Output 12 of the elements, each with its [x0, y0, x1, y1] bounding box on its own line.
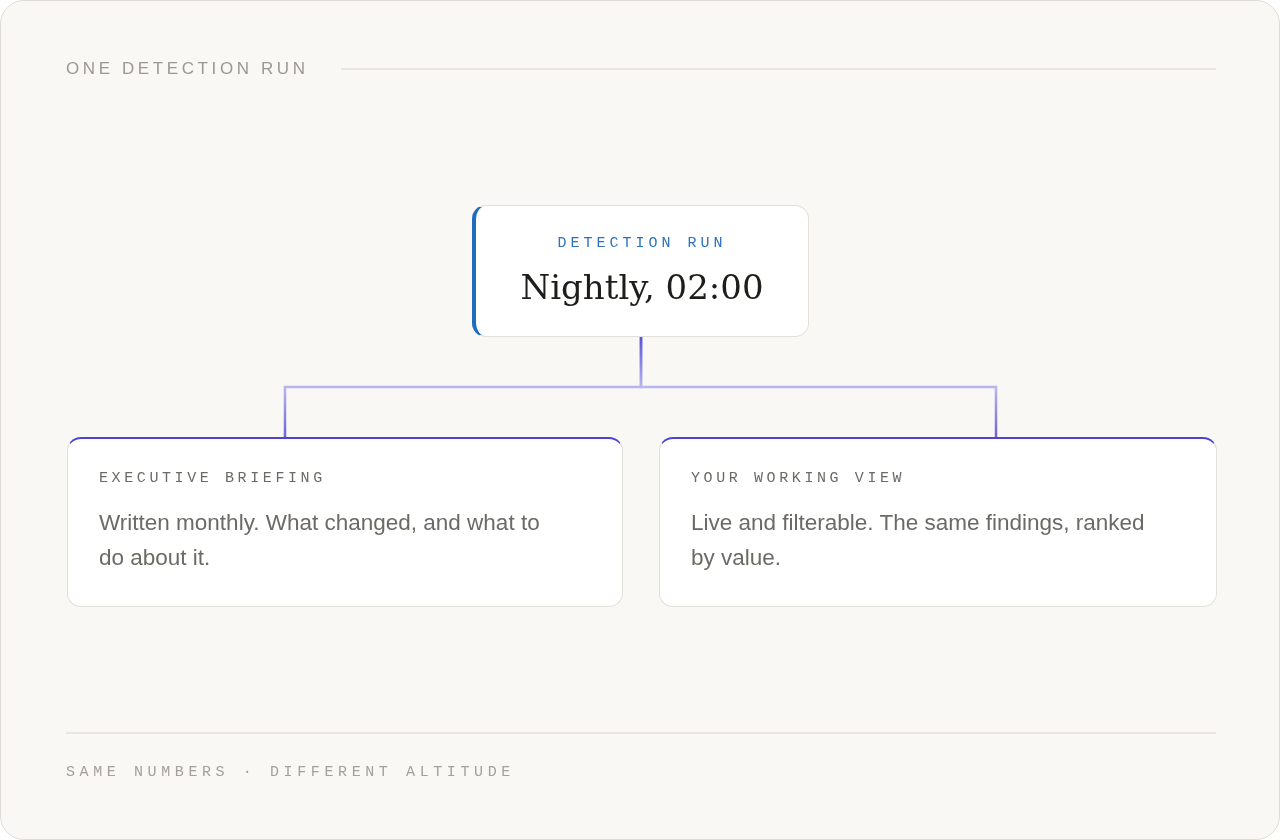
- diagram-title: ONE DETECTION RUN: [66, 58, 309, 80]
- output-card: [659, 437, 1217, 607]
- process-box: [472, 205, 809, 337]
- node-label: DETECTION RUN: [557, 234, 727, 254]
- output-card: [67, 437, 623, 607]
- node-title: Nightly, 02:00: [520, 266, 764, 309]
- caption-text: SAME NUMBERS · DIFFERENT ALTITUDE: [66, 763, 515, 783]
- card-description: Live and filterable. The same findings, ranked by value.: [691, 509, 1146, 572]
- card-heading: EXECUTIVE BRIEFING: [99, 469, 326, 489]
- card-description: Written monthly. What changed, and what to do about it.: [99, 509, 541, 572]
- card-heading: YOUR WORKING VIEW: [691, 469, 906, 489]
- connector-line: [639, 337, 998, 437]
